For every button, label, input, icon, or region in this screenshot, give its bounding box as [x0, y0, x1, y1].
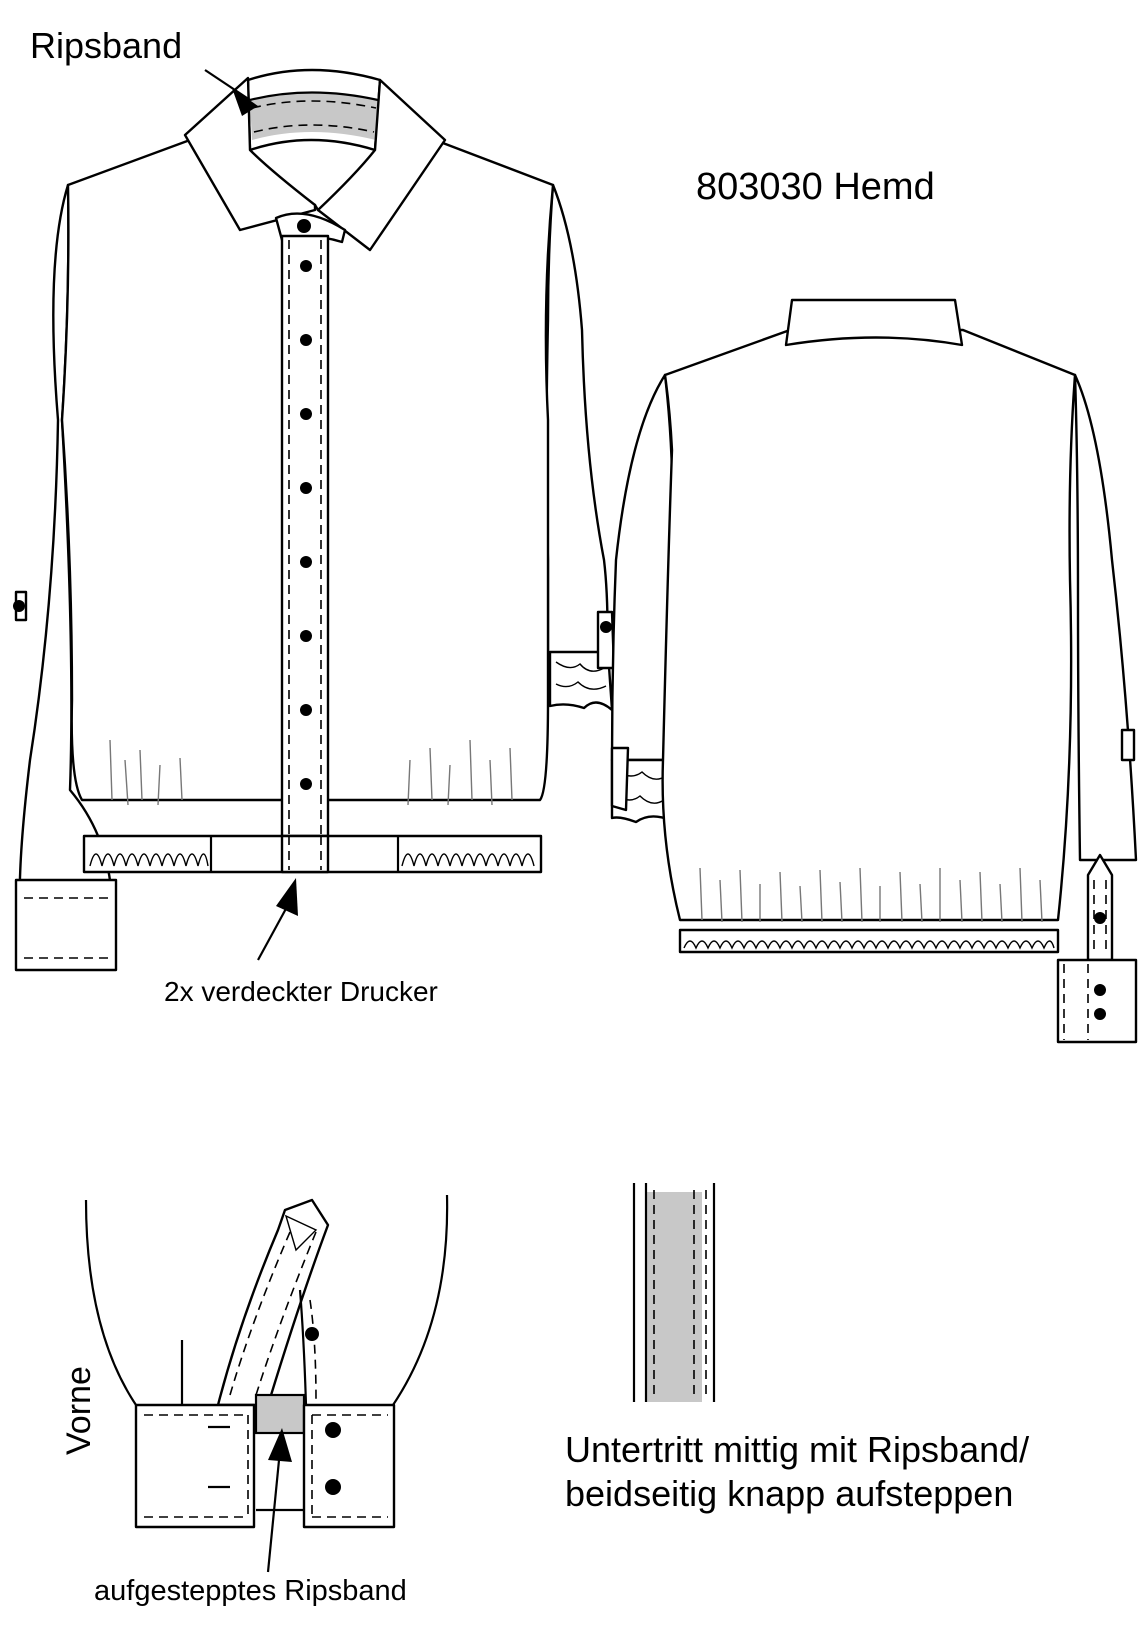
back-right-sleeve	[1073, 373, 1138, 862]
collar-ripsband	[250, 92, 378, 140]
front-right-tab	[596, 610, 616, 670]
front-left-cuff	[14, 878, 118, 972]
placket-buttons	[300, 260, 312, 790]
detail-cuff-left	[134, 1403, 256, 1529]
placket-button	[300, 630, 312, 642]
drucker-label: 2x verdeckter Drucker	[164, 976, 438, 1007]
ripsband-label: Ripsband	[30, 25, 183, 66]
placket-button	[300, 334, 312, 346]
untertritt-detail	[632, 1183, 716, 1402]
drucker-arrow	[276, 878, 298, 916]
detail-sleeve-outline	[84, 1194, 449, 1406]
detail-loop-button	[305, 1327, 319, 1341]
detail-cuff-button	[325, 1422, 341, 1438]
aufgesteppt-label: aufgestepptes Ripsband	[94, 1575, 407, 1607]
front-view	[13, 68, 616, 972]
detail-tab-strap	[216, 1198, 330, 1407]
back-gather-lines	[699, 867, 1043, 923]
placket-button	[300, 482, 312, 494]
front-sleeve-tab-button	[13, 600, 25, 612]
page-title: 803030 Hemd	[696, 166, 935, 208]
untertritt-note-line-2: beidseitig knapp aufsteppen	[565, 1472, 1014, 1514]
detail-sleeve-fold	[298, 1289, 308, 1406]
back-right-tab-upper	[1120, 728, 1136, 762]
detail-cuff-right	[302, 1403, 396, 1529]
ripsband-leader-line	[204, 69, 251, 101]
front-gather-lines	[109, 739, 513, 806]
drucker-leader-line	[257, 904, 289, 961]
placket-button	[300, 408, 312, 420]
untertritt-ripsband	[646, 1192, 702, 1402]
placket-button	[300, 260, 312, 272]
detail-ripsband	[256, 1395, 304, 1433]
back-right-cuff	[1056, 958, 1138, 1044]
back-view	[610, 298, 1138, 1044]
placket-button	[300, 704, 312, 716]
cuff-detail	[84, 1194, 449, 1573]
aufgesteppt-leader-line	[266, 1449, 282, 1573]
detail-cuff-button	[325, 1479, 341, 1495]
collar-button	[297, 219, 311, 233]
ripsband-arrow	[232, 88, 258, 116]
back-collar	[784, 298, 964, 347]
back-left-tab	[610, 746, 630, 812]
back-body	[661, 328, 1077, 922]
untertritt-note: Untertritt mittig mit Ripsband/ beidseit…	[565, 1428, 1029, 1516]
vorne-label: Vorne	[60, 1366, 98, 1455]
back-right-cuff-tab	[1086, 853, 1114, 962]
untertritt-note-line-1: Untertritt mittig mit Ripsband/	[565, 1429, 1030, 1470]
placket-button	[300, 556, 312, 568]
aufgesteppt-arrow	[268, 1428, 292, 1462]
placket-button	[300, 778, 312, 790]
